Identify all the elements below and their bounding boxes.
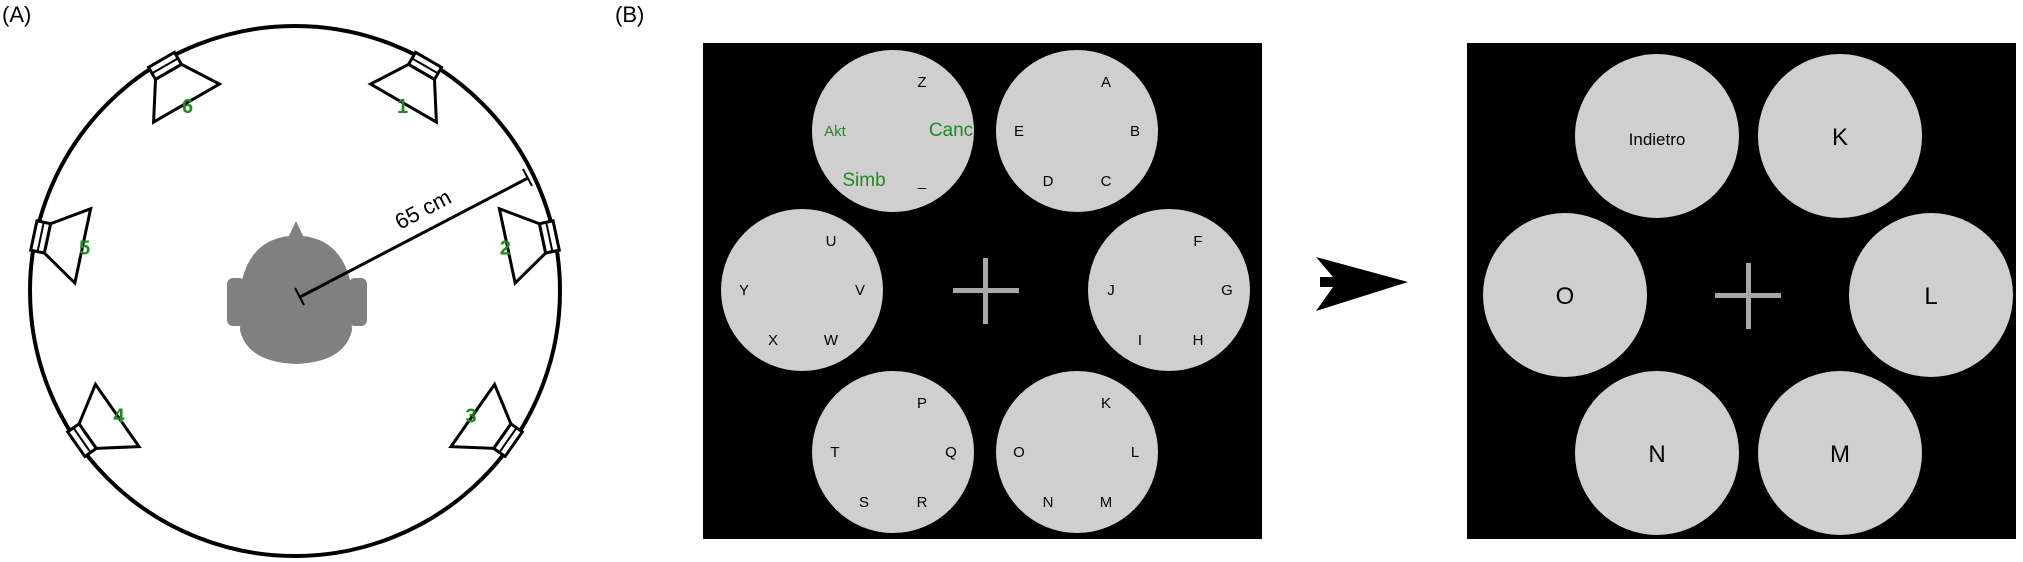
fixation-cross <box>953 258 1019 324</box>
speller-symbol: J <box>1107 282 1115 299</box>
speller-symbol: I <box>1138 332 1142 349</box>
selection-options: Indietro K L M N O <box>1483 54 2013 535</box>
speller-symbol: Y <box>739 282 749 299</box>
speller-symbol: K <box>1101 395 1111 412</box>
speaker-icon <box>65 381 142 459</box>
speller-symbol: H <box>1193 332 1204 349</box>
speller-symbol: G <box>1221 282 1233 299</box>
speaker-number: 4 <box>113 405 125 427</box>
option-label: N <box>1648 441 1665 468</box>
speller-symbol: N <box>1043 494 1054 511</box>
speller-symbol: A <box>1101 74 1111 91</box>
speller-symbol: W <box>824 332 839 349</box>
speaker-ring <box>28 24 562 558</box>
speller-symbol: R <box>917 494 928 511</box>
option-label: K <box>1832 124 1848 151</box>
speaker-number: 6 <box>182 96 193 118</box>
speller-symbol: Akt <box>824 123 847 140</box>
option-disc[interactable]: O <box>1483 213 1647 377</box>
speller-symbol: V <box>855 282 865 299</box>
speaker-number: 2 <box>500 237 511 259</box>
option-label: O <box>1556 283 1575 310</box>
speller-symbol: F <box>1193 233 1202 250</box>
distance-line <box>294 168 533 306</box>
fixation-cross-second <box>1715 263 1781 329</box>
option-disc[interactable]: M <box>1758 371 1922 535</box>
option-disc[interactable]: L <box>1849 213 2013 377</box>
speller-symbol: O <box>1013 444 1025 461</box>
speller-disc[interactable] <box>812 371 974 533</box>
speller-group-a[interactable]: A B C D E <box>996 50 1158 212</box>
speller-group-k[interactable]: K L M N O <box>996 371 1158 533</box>
option-label: L <box>1924 283 1937 310</box>
speller-groups: Z Canc _ Simb Akt A B C D E F G H I J K L M N O P Q R S T U V W X Y <box>721 50 1250 533</box>
speller-symbol: C <box>1101 173 1112 190</box>
speller-symbol: U <box>826 233 837 250</box>
option-label: M <box>1830 441 1850 468</box>
distance-label: 65 cm <box>391 184 456 234</box>
option-disc[interactable]: K <box>1758 54 1922 218</box>
speller-symbol: L <box>1131 444 1139 461</box>
speller-disc[interactable] <box>996 50 1158 212</box>
speller-group-f[interactable]: F G H I J <box>1088 209 1250 371</box>
speller-symbol: Simb <box>842 170 885 191</box>
speller-symbol: Z <box>917 74 926 91</box>
speller-symbol: T <box>830 444 839 461</box>
speller-group-u[interactable]: U V W X Y <box>721 209 883 371</box>
panel-b-label: (B) <box>615 2 644 27</box>
speller-symbol: S <box>859 494 869 511</box>
speaker-icon <box>28 206 93 287</box>
option-disc[interactable]: Indietro <box>1575 54 1739 218</box>
speaker-number: 3 <box>466 405 477 427</box>
speller-symbol: Canc <box>929 120 973 141</box>
speller-disc[interactable] <box>1088 209 1250 371</box>
option-disc[interactable]: N <box>1575 371 1739 535</box>
speller-symbol: X <box>768 332 778 349</box>
speller-symbol: Q <box>945 444 957 461</box>
speaker-number: 5 <box>79 237 90 259</box>
speaker-number: 1 <box>397 96 408 118</box>
speller-disc[interactable] <box>812 50 974 212</box>
speller-symbol: _ <box>917 173 927 190</box>
speller-group-z[interactable]: Z Canc _ Simb Akt <box>812 50 974 212</box>
option-label: Indietro <box>1629 130 1686 149</box>
speller-symbol: D <box>1043 173 1054 190</box>
head-icon <box>227 221 367 364</box>
speller-symbol: E <box>1014 123 1024 140</box>
speller-symbol: P <box>917 395 927 412</box>
speaker-icon <box>448 381 525 459</box>
speller-disc[interactable] <box>996 371 1158 533</box>
panel-a-label: (A) <box>2 2 31 27</box>
speller-disc[interactable] <box>721 209 883 371</box>
speaker-array: 1 2 3 4 5 6 <box>28 50 562 459</box>
speaker-icon <box>367 50 444 125</box>
speller-symbol: B <box>1130 123 1140 140</box>
speaker-icon <box>146 50 223 125</box>
speller-symbol: M <box>1100 494 1113 511</box>
arrow-icon <box>1316 257 1408 311</box>
speaker-icon <box>497 206 562 287</box>
speller-group-p[interactable]: P Q R S T <box>812 371 974 533</box>
